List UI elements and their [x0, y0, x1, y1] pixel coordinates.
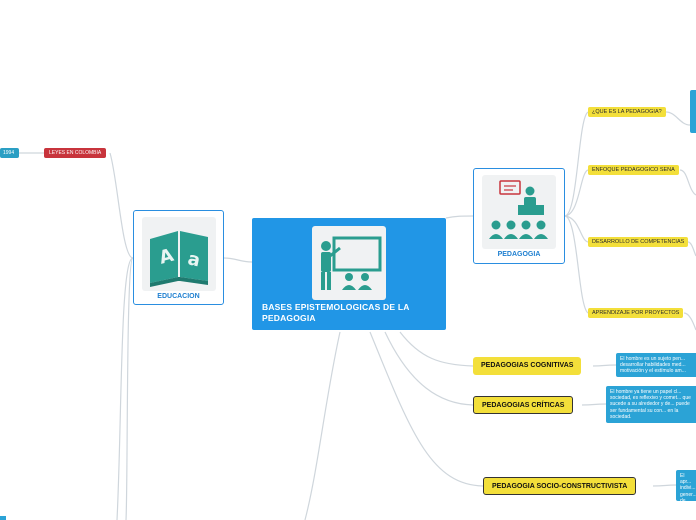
topic-aprendizaje-proyectos[interactable]: APRENDIZAJE POR PROYECTOS — [588, 308, 684, 318]
educacion-label: EDUCACION — [157, 293, 200, 300]
topic-desarrollo-competencias[interactable]: DESARROLLO DE COMPETENCIAS — [588, 237, 689, 247]
central-topic[interactable]: BASES EPISTEMOLOGICAS DE LA PEDAGOGIA — [252, 218, 446, 330]
note-cognitivas: El hombre es un sujeto pen... desarrolla… — [616, 353, 696, 377]
svg-text:a: a — [186, 248, 202, 271]
educacion-node[interactable]: A a EDUCACION — [133, 210, 224, 305]
que-es-note-partial — [690, 90, 696, 133]
pedagogia-node[interactable]: PEDAGOGIA — [473, 168, 565, 264]
bottom-partial-node — [0, 516, 6, 520]
note-criticas: El hombre ya tiene un papel cl... socied… — [606, 386, 696, 423]
teacher-board-icon — [312, 226, 386, 300]
book-letters-icon: A a — [142, 217, 216, 291]
branch-cognitivas[interactable]: PEDAGOGIAS COGNITIVAS — [473, 357, 582, 375]
leyes-node[interactable]: LEYES EN COLOMBIA — [44, 148, 107, 158]
topic-enfoque-sena[interactable]: ENFOQUE PEDAGOGICO SENA — [588, 165, 679, 175]
branch-socio-constructivista[interactable]: PEDAGOGIA SOCIO-CONSTRUCTIVISTA — [483, 477, 637, 495]
teacher-class-icon — [482, 175, 556, 249]
branch-criticas[interactable]: PEDAGOGIAS CRÍTICAS — [473, 396, 574, 414]
pedagogia-label: PEDAGOGIA — [497, 251, 541, 258]
note-socio: El apr... indivi... gener... de co... — [676, 470, 696, 501]
topic-que-es-pedagogia[interactable]: ¿QUE ES LA PEDAGOGIA? — [588, 107, 666, 117]
leyes-year-node[interactable]: 1994 — [0, 148, 19, 158]
svg-text:A: A — [157, 245, 176, 269]
central-title: BASES EPISTEMOLOGICAS DE LA PEDAGOGIA — [262, 302, 410, 323]
